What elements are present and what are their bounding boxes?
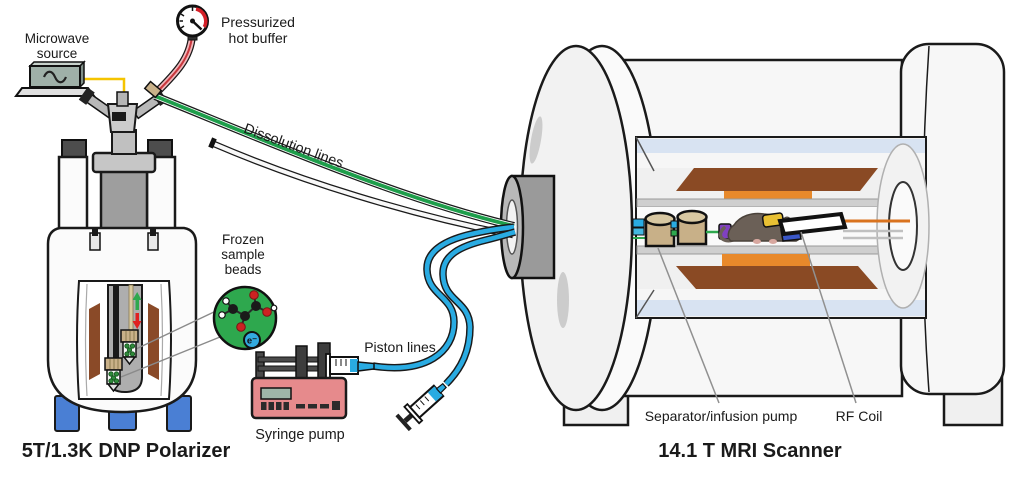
magnet-coil xyxy=(148,303,159,380)
pressurized-hot-buffer-label: Pressurized hot buffer xyxy=(221,14,295,46)
separator-leader-line xyxy=(657,247,720,404)
dissolution-lines xyxy=(143,80,515,239)
pump-button xyxy=(296,404,305,409)
sample-motion-arrows xyxy=(132,292,142,329)
microwave-source-label: Microwave source xyxy=(24,31,90,62)
pressure-gauge xyxy=(153,4,209,96)
down-arrow-icon xyxy=(132,321,142,329)
piston-lines xyxy=(372,223,517,387)
hydrogen-atom xyxy=(222,297,230,305)
rf-coil-label: RF Coil xyxy=(835,408,883,424)
sample-probe-upper xyxy=(120,329,139,366)
neck-cap xyxy=(61,139,87,159)
beads-leader-line xyxy=(120,336,221,378)
molecule-atoms xyxy=(218,290,278,332)
dewar-cutaway xyxy=(76,280,221,400)
hydrogen-atom xyxy=(270,304,278,312)
oxygen-atom xyxy=(262,307,272,317)
sine-wave-icon xyxy=(42,70,68,84)
insert-flange xyxy=(91,151,157,174)
pump-button xyxy=(332,401,340,410)
sample-stick xyxy=(128,284,134,332)
pump-button xyxy=(308,404,317,409)
carbon-atom xyxy=(240,311,250,321)
syringe-pump-label: Syringe pump xyxy=(255,427,345,443)
rf-coil-leader-line xyxy=(800,231,857,404)
tube-junction xyxy=(143,80,163,99)
carbon-atom xyxy=(228,304,238,314)
polarizer-title: 5T/1.3K DNP Polarizer xyxy=(21,440,231,462)
sample-probe-lower xyxy=(104,357,123,393)
pump-button xyxy=(261,402,267,410)
oxygen-atom xyxy=(249,290,259,300)
mouse-paw xyxy=(769,239,777,244)
left-valve xyxy=(78,87,116,120)
pump-button xyxy=(276,402,282,410)
neck-tube xyxy=(57,155,89,232)
dnp-polarizer xyxy=(46,87,221,432)
pump-button xyxy=(268,402,274,410)
pump-button xyxy=(283,402,289,410)
waveguide-stub xyxy=(116,91,129,107)
mouse-paw xyxy=(753,239,761,244)
up-arrow-icon xyxy=(132,292,142,300)
syringe-pump xyxy=(250,342,375,420)
piston-line-a xyxy=(372,224,515,370)
frozen-sample-beads-label: Frozen sample beads xyxy=(221,232,265,278)
electron-icon xyxy=(243,331,261,349)
piston-line-b xyxy=(440,229,516,386)
gradient-coil-top xyxy=(676,168,878,191)
insert-cylinder xyxy=(99,168,149,232)
gauge-red-zone xyxy=(195,7,208,28)
dissolution-line-white xyxy=(213,142,514,237)
magnet-coil xyxy=(89,303,100,380)
dissolution-line-green xyxy=(154,94,515,228)
pump-display xyxy=(260,387,292,400)
pump-button xyxy=(320,404,329,409)
piston-lines-label: Piston lines xyxy=(364,339,436,355)
carbon-atom xyxy=(251,301,261,311)
beads-leader-line xyxy=(135,310,217,350)
hand-syringe xyxy=(395,382,447,432)
mri-scanner xyxy=(499,42,1006,427)
electron-label: e⁻ xyxy=(247,336,257,347)
separator-infusion-pump-label: Separator/infusion pump xyxy=(644,408,798,424)
head-holder xyxy=(761,212,785,228)
microwave-source xyxy=(14,60,126,100)
sample-stick xyxy=(113,285,119,360)
separator-infusion-pump xyxy=(632,209,720,248)
animal-bed xyxy=(843,219,910,240)
oxygen-atom xyxy=(236,322,246,332)
pusher-block xyxy=(295,345,308,382)
rf-coil xyxy=(777,211,848,237)
gradient-coil-bottom xyxy=(676,266,878,289)
frozen-sample-beads-inset: e⁻ xyxy=(212,285,278,351)
scanner-title: 14.1 T MRI Scanner xyxy=(658,440,842,462)
hydrogen-atom xyxy=(218,311,226,319)
